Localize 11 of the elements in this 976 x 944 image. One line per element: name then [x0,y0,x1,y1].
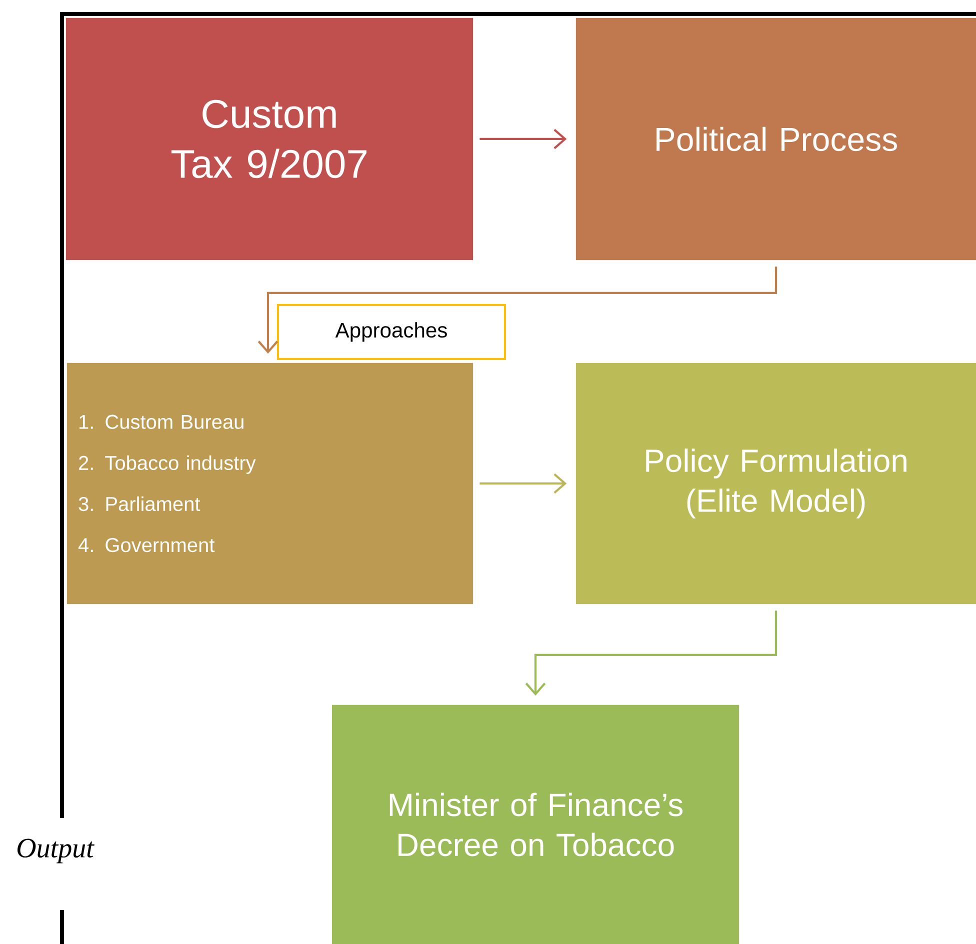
process-box: Political Process [576,18,976,260]
arrow [525,610,778,696]
arrow [258,266,778,354]
label-box: Approaches [277,304,506,360]
arrow [480,473,567,494]
output-label: Output [18,838,94,864]
list-box: 1. Custom Bureau 2. Tobacco industry 3. Parliament 4. Government [66,362,474,604]
arrow [480,128,567,150]
process-box: Custom Tax 9/2007 [66,18,474,260]
process-box: Minister of Finance’s Decree on Tobacco [332,704,740,944]
process-box: Policy Formulation (Elite Model) [576,362,976,604]
